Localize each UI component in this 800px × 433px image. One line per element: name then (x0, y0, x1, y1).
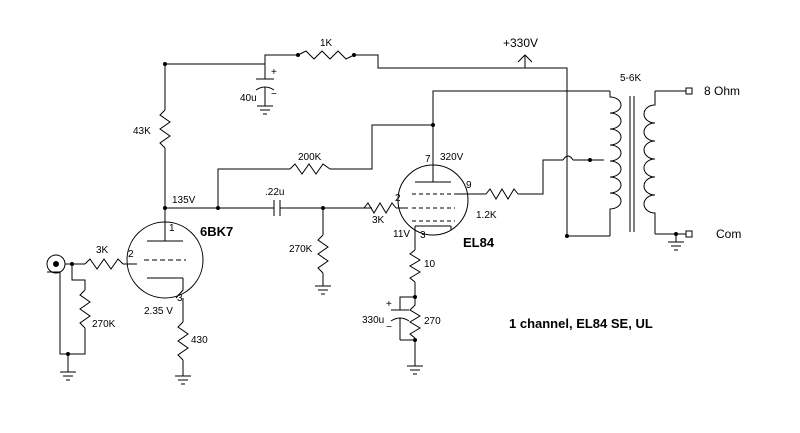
output-transformer (609, 91, 656, 236)
tube1-pin-cathode: 3 (177, 293, 183, 304)
cathode2-resistor-10 (409, 249, 421, 283)
tube2-pin-cathode: 3 (420, 230, 426, 241)
cathode2-resistor-270 (409, 297, 421, 339)
plate2-voltage-label: 320V (440, 152, 464, 163)
cathode1-voltage-label: 2.35 V (144, 306, 173, 317)
output-grid-stopper-label: 3K (372, 215, 385, 226)
cathode2-cap-plus: + (386, 299, 392, 310)
tube2-label: EL84 (463, 235, 495, 250)
supply-voltage-label: +330V (503, 36, 538, 50)
cathode2-voltage-label: 11V (393, 229, 410, 240)
ground-symbol (175, 375, 191, 385)
input-grid-stopper-label: 3K (96, 245, 109, 256)
filter-cap-minus: − (271, 89, 277, 100)
cathode1-resistor (177, 321, 189, 361)
cathode2-resistor-10-label: 10 (424, 259, 436, 270)
transformer-label: 5-6K (620, 73, 641, 84)
tube1-pin-grid: 2 (128, 249, 134, 260)
feedback-resistor-label: 200K (298, 152, 322, 163)
tube-el84 (397, 164, 469, 238)
ground-symbol (668, 241, 684, 251)
screen-resistor (485, 188, 519, 200)
filter-capacitor-label: 40u (240, 93, 257, 104)
screen-resistor-label: 1.2K (476, 210, 497, 221)
plate-load-resistor-label: 43K (133, 126, 151, 137)
input-leak-resistor (79, 289, 91, 329)
output-terminal-8ohm (685, 87, 693, 95)
output-com-label: Com (716, 227, 741, 241)
tube-6bk7 (126, 221, 204, 299)
feedback-resistor (289, 163, 331, 175)
output-grid-leak-label: 270K (289, 244, 313, 255)
input-leak-resistor-label: 270K (92, 319, 116, 330)
output-8ohm-label: 8 Ohm (704, 84, 740, 98)
output-terminal-com (685, 230, 693, 238)
plate-load-resistor (159, 109, 171, 149)
filter-cap-plus: + (271, 67, 277, 78)
tube2-pin-screen: 9 (466, 180, 472, 191)
output-grid-leak (317, 234, 329, 274)
tube1-label: 6BK7 (200, 224, 233, 239)
filter-capacitor (255, 64, 275, 115)
node-dot (352, 53, 356, 57)
input-grid-stopper (84, 258, 124, 270)
cathode2-capacitor-label: 330u (362, 315, 384, 326)
input-jack (46, 254, 66, 274)
ground-symbol (407, 365, 423, 375)
schematic-caption: 1 channel, EL84 SE, UL (509, 316, 653, 331)
coupling-capacitor (273, 200, 281, 216)
supply-resistor-label: 1K (320, 38, 333, 49)
tube2-pin-plate: 7 (425, 154, 431, 165)
output-grid-stopper (363, 202, 397, 214)
node-dot (296, 53, 300, 57)
tube1-pin-plate: 1 (169, 223, 175, 234)
node-dot (565, 234, 569, 238)
ground-symbol (315, 285, 331, 295)
supply-resistor (297, 50, 355, 60)
cathode1-resistor-label: 430 (191, 335, 208, 346)
coupling-capacitor-label: .22u (265, 187, 284, 198)
cathode2-resistor-270-label: 270 (424, 316, 441, 327)
ground-symbol (60, 371, 76, 381)
cathode2-cap-minus: − (386, 322, 392, 333)
supply-rail (165, 54, 568, 236)
cathode2-capacitor (390, 309, 410, 340)
plate1-voltage-label: 135V (172, 195, 196, 206)
tube2-pin-grid: 2 (395, 193, 401, 204)
